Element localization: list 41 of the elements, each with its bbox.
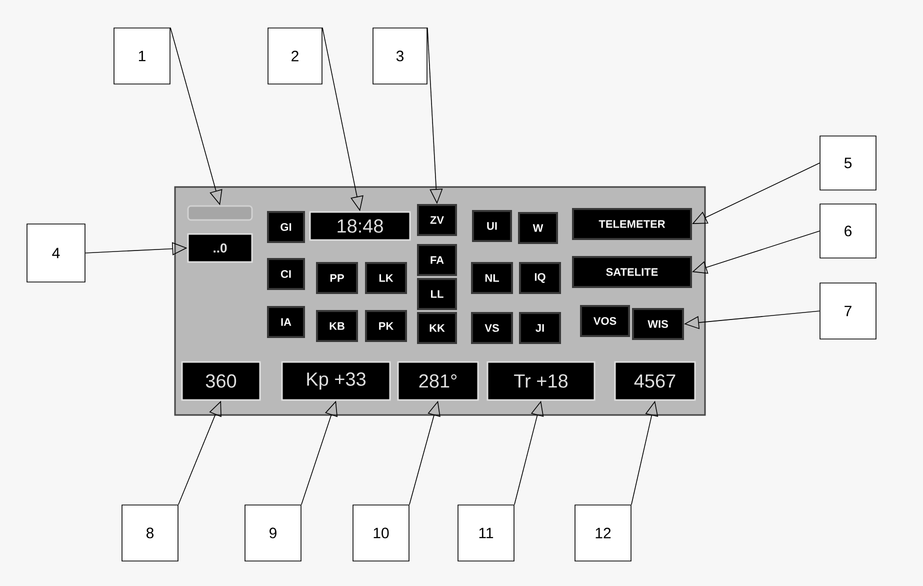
panel-button: IQ — [519, 262, 561, 294]
panel-button: KB — [316, 310, 358, 342]
callout-number: 10 — [352, 504, 410, 562]
digital-display: Kp +33 — [281, 361, 391, 401]
panel-button: JI — [519, 312, 561, 344]
panel-button: LK — [365, 262, 407, 294]
panel-button: KK — [417, 312, 457, 344]
callout-number: 12 — [574, 504, 632, 562]
panel-button: TELEMETER — [572, 208, 692, 240]
panel-button: ZV — [417, 204, 457, 236]
clock-display: 18:48 — [309, 211, 411, 241]
callout-number: 8 — [122, 504, 178, 562]
panel-button: NL — [471, 262, 513, 294]
callout-number: 4 — [26, 224, 86, 282]
digital-display: 281° — [397, 361, 479, 401]
panel-button: UI — [472, 210, 512, 242]
panel-button: W — [518, 212, 558, 244]
indicator-bar — [187, 205, 253, 221]
panel-button: CI — [267, 258, 305, 290]
callout-number: 3 — [372, 28, 428, 84]
callout-number: 5 — [820, 136, 876, 190]
callout-number: 9 — [244, 504, 302, 562]
digital-display: 4567 — [614, 361, 696, 401]
panel-button: PK — [365, 310, 407, 342]
panel-button: GI — [267, 211, 305, 243]
digital-display: 360 — [181, 361, 261, 401]
digital-display: ..0 — [187, 233, 253, 263]
panel-button: VS — [471, 312, 513, 344]
panel-button: WIS — [632, 308, 684, 340]
callout-number: 7 — [820, 282, 876, 340]
panel-button: FA — [417, 244, 457, 276]
callout-number: 2 — [268, 28, 322, 84]
digital-display: Tr +18 — [486, 361, 596, 401]
panel-button: SATELITE — [572, 256, 692, 288]
callout-number: 6 — [820, 204, 876, 258]
panel-button: IA — [267, 306, 305, 338]
panel-button: PP — [316, 262, 358, 294]
panel-button: LL — [417, 278, 457, 310]
panel-button: VOS — [580, 305, 630, 337]
callout-number: 1 — [114, 28, 170, 84]
callout-number: 11 — [458, 504, 514, 562]
